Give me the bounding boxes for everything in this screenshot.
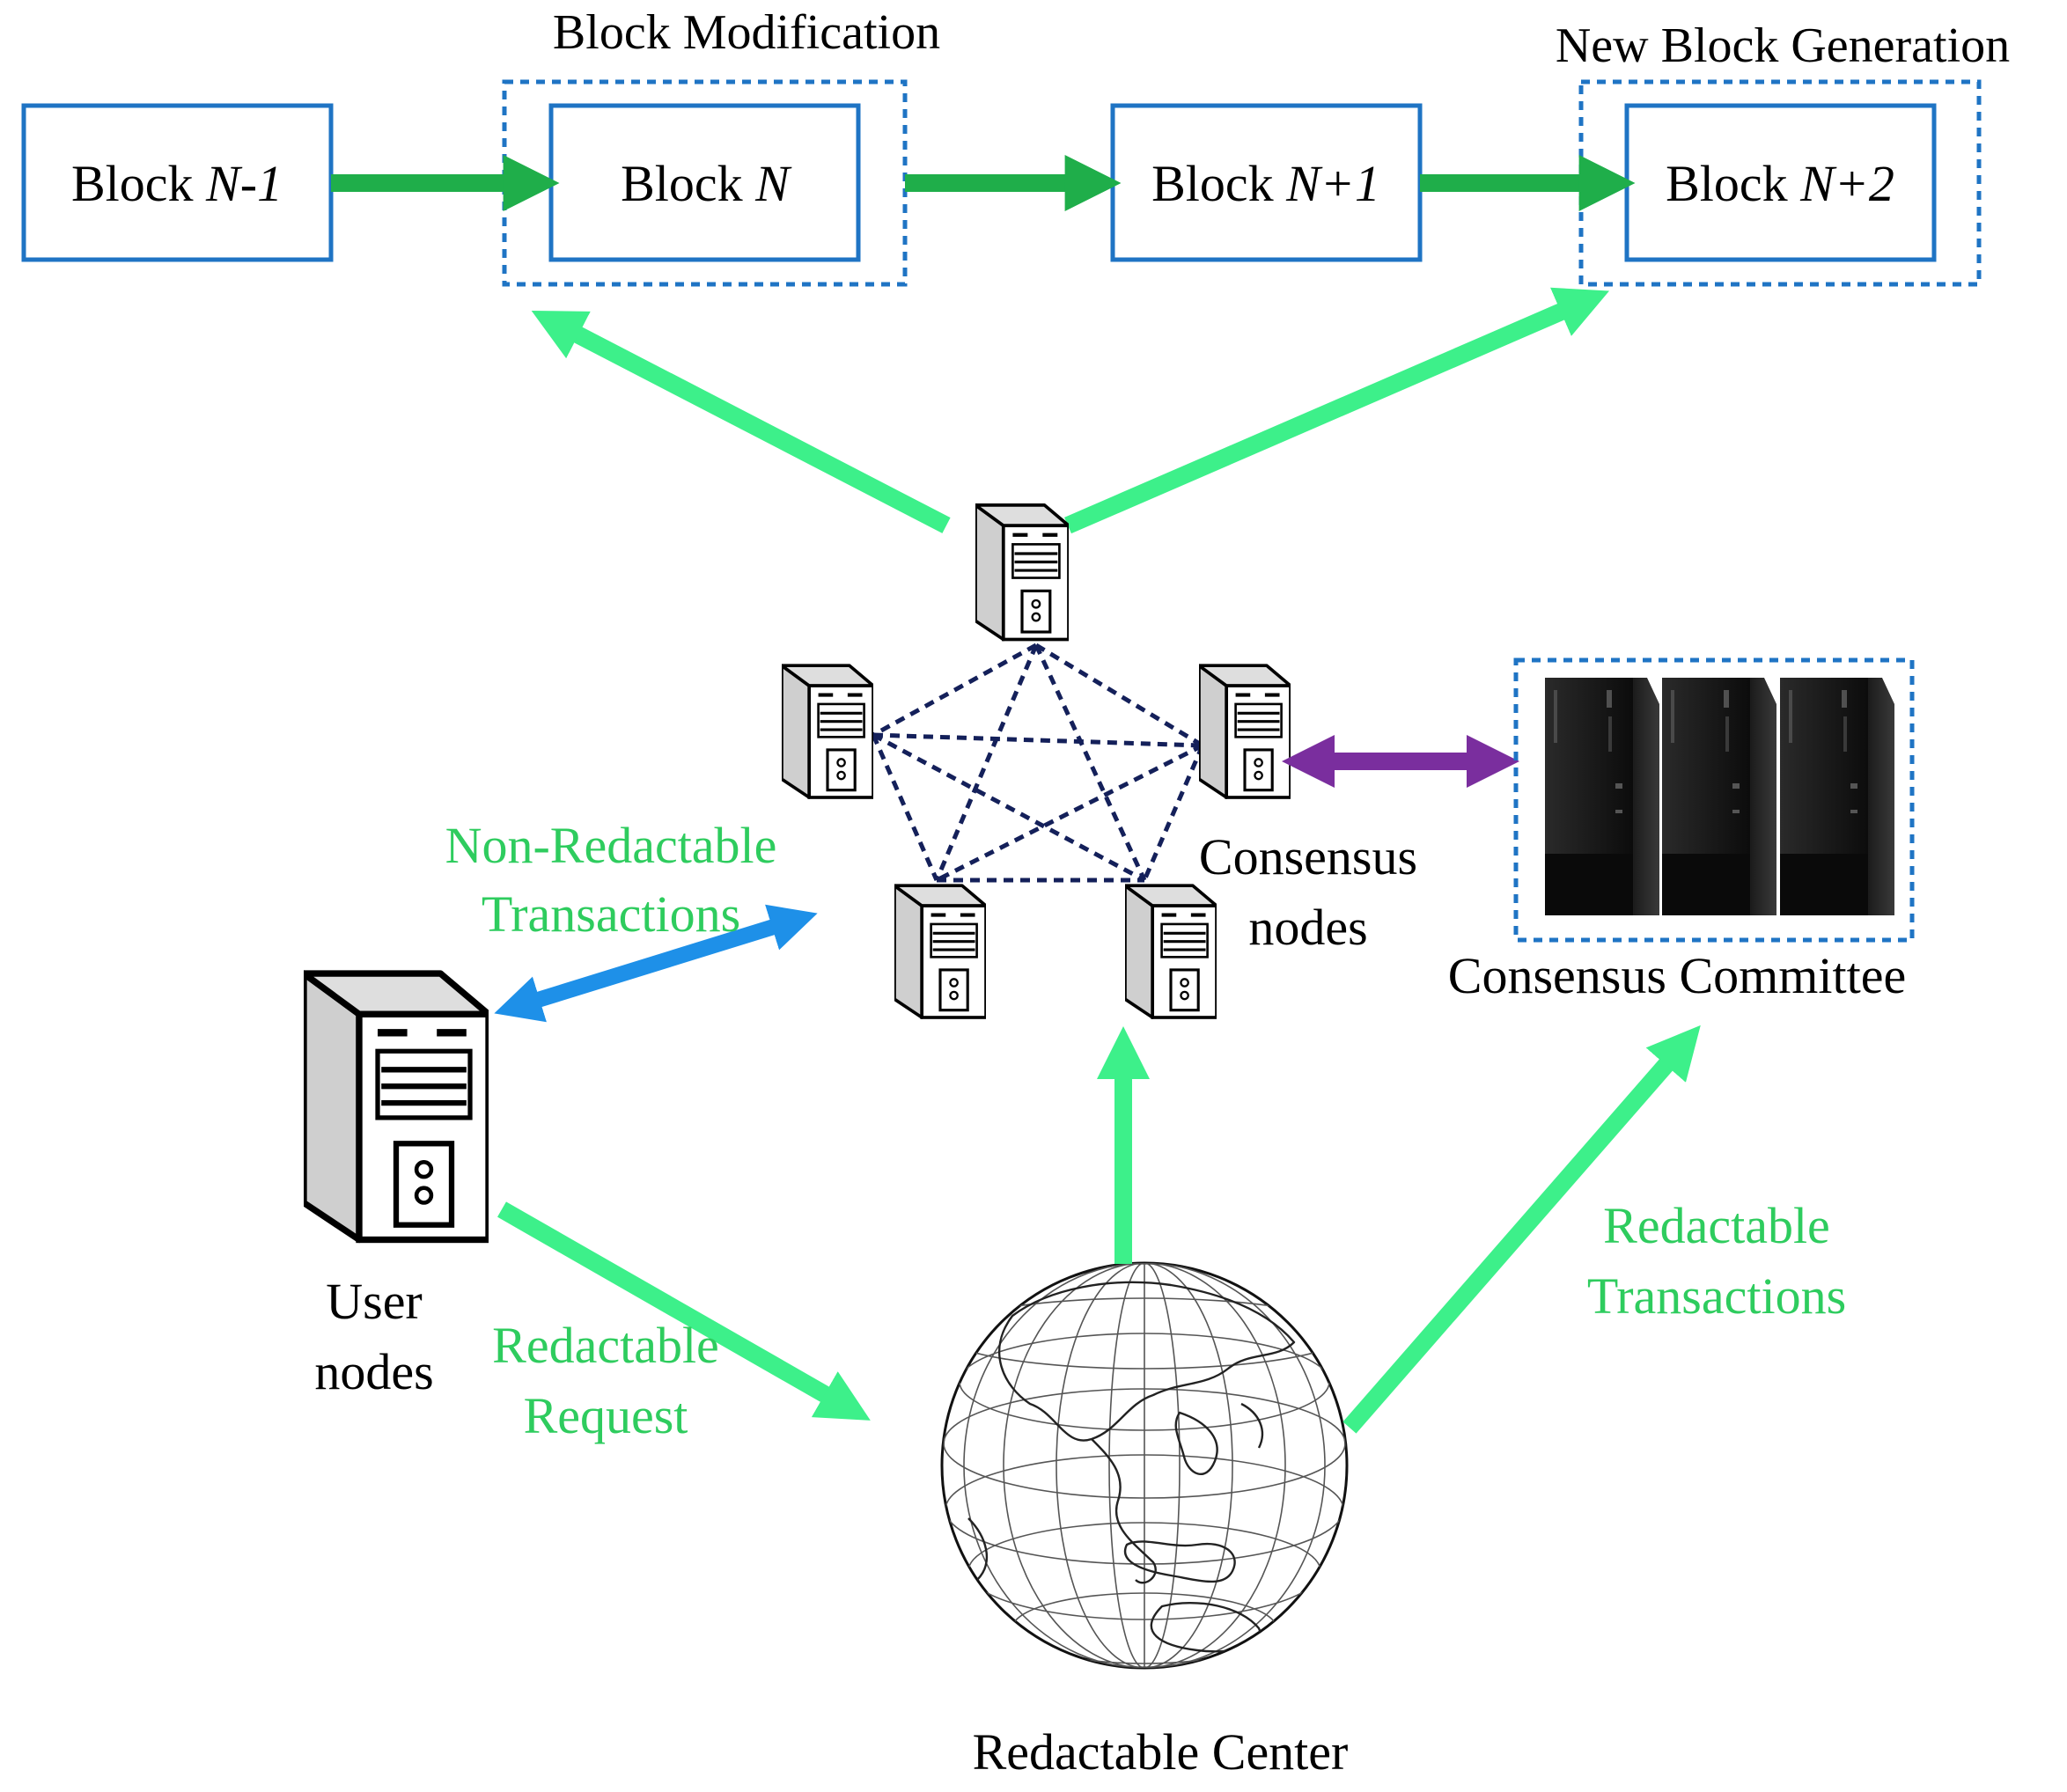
- redactable-request-arrow: [497, 1201, 871, 1421]
- svg-text:Block N: Block N: [621, 155, 792, 212]
- svg-text:Block N-1: Block N-1: [71, 155, 283, 212]
- desktop-tower-icon: [1545, 678, 1659, 915]
- block-n-plus-2: Block N+2: [1624, 103, 1937, 262]
- non-redactable-label-line2: Transactions: [482, 885, 740, 943]
- consensus-node-bottom-right: [1125, 885, 1217, 1017]
- server-tower-icon: [304, 973, 489, 1239]
- desktop-tower-icon: [1780, 678, 1894, 915]
- block-index: N: [754, 155, 792, 212]
- consensus-committee: Consensus Committee: [1448, 657, 1915, 1004]
- server-tower-icon: [1199, 665, 1291, 797]
- block-n-plus-1: Block N+1: [1110, 103, 1423, 262]
- server-tower-icon: [975, 505, 1069, 640]
- redactable-request-label-line2: Request: [524, 1387, 688, 1444]
- non-redactable-label-line1: Non-Redactable: [445, 817, 777, 874]
- server-tower-icon: [894, 885, 986, 1017]
- block-index: N+1: [1285, 155, 1380, 212]
- block-chain: Block N-1 Block N Block N+1 Block N+2 Bl…: [21, 5, 2010, 287]
- redactable-transactions-label-line2: Transactions: [1587, 1267, 1846, 1325]
- svg-text:Block N+1: Block N+1: [1151, 155, 1380, 212]
- desktop-tower-icon: [1662, 678, 1776, 915]
- block-prefix: Block: [1666, 155, 1800, 212]
- user-nodes-label-line1: User: [326, 1273, 423, 1330]
- consensus-node-right: [1199, 665, 1291, 797]
- non-redactable-arrow: [494, 904, 818, 1023]
- server-tower-icon: [782, 665, 873, 797]
- redactable-center-label: Redactable Center: [973, 1723, 1349, 1781]
- block-index: N-1: [205, 155, 283, 212]
- user-node: User nodes: [304, 973, 489, 1400]
- redactable-request-label-line1: Redactable: [492, 1317, 719, 1374]
- new-block-generation-label: New Block Generation: [1556, 18, 2010, 73]
- block-n: Block N: [548, 103, 861, 262]
- globe-icon: [940, 1261, 1349, 1670]
- block-prefix: Block: [1151, 155, 1286, 212]
- block-n-minus-1: Block N-1: [21, 103, 334, 262]
- user-nodes-label-line2: nodes: [314, 1343, 433, 1400]
- block-index: N+2: [1799, 155, 1894, 212]
- update-arrow-to-block-modification: [531, 310, 951, 533]
- consensus-committee-label: Consensus Committee: [1448, 947, 1906, 1004]
- block-prefix: Block: [621, 155, 755, 212]
- consensus-nodes-label-line2: nodes: [1248, 899, 1367, 956]
- consensus-node-left: [782, 665, 873, 797]
- update-arrow-to-new-block: [1064, 287, 1610, 534]
- block-modification-label: Block Modification: [553, 5, 940, 60]
- consensus-node-top: [975, 505, 1069, 640]
- block-prefix: Block: [71, 155, 206, 212]
- consensus-nodes-label-line1: Consensus: [1199, 828, 1417, 885]
- consensus-mesh: [871, 643, 1205, 883]
- svg-text:Block N+2: Block N+2: [1666, 155, 1894, 212]
- redactable-transactions-label-line1: Redactable: [1603, 1197, 1830, 1254]
- committee-group-border: [1513, 657, 1915, 943]
- redactable-transactions-arrow: [1342, 1025, 1701, 1434]
- redactable-center: Redactable Center: [940, 1261, 1349, 1781]
- server-tower-icon: [1125, 885, 1217, 1017]
- consensus-node-bottom-left: [894, 885, 986, 1017]
